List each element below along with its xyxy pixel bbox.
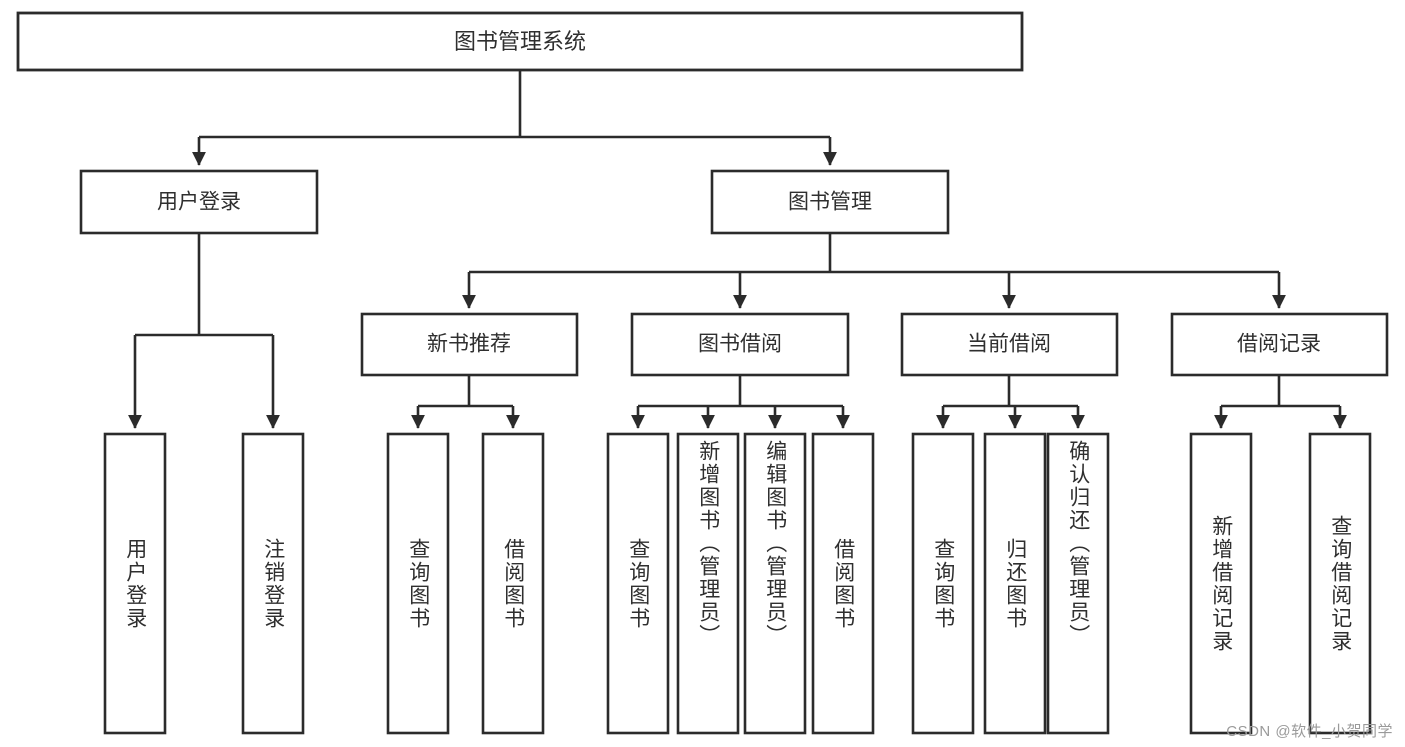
node-leaf-add-book-admin[interactable] <box>676 432 740 735</box>
connector-layer <box>127 70 1348 429</box>
node-book-management-system[interactable] <box>16 11 1024 72</box>
node-new-book-recommendation[interactable] <box>360 312 579 377</box>
node-label-borrowing-records: 借阅记录 <box>1237 333 1321 356</box>
node-label-new-book-recommendation: 新书推荐 <box>427 333 511 356</box>
node-leaf-query-books-borrow[interactable] <box>606 432 670 735</box>
node-borrowing-records[interactable] <box>1170 312 1389 377</box>
node-leaf-query-books-current[interactable] <box>911 432 975 735</box>
node-label-book-management: 图书管理 <box>788 191 872 214</box>
node-user-login[interactable] <box>79 169 319 235</box>
node-label-current-borrowing: 当前借阅 <box>967 333 1051 356</box>
node-leaf-return-book[interactable] <box>983 432 1047 735</box>
node-leaf-edit-book-admin[interactable] <box>743 432 807 735</box>
node-leaf-confirm-return-admin[interactable] <box>1046 432 1110 735</box>
node-label-book-management-system: 图书管理系统 <box>454 29 586 54</box>
watermark-text: CSDN @软件_小贺同学 <box>1226 723 1393 740</box>
node-book-management[interactable] <box>710 169 950 235</box>
node-book-borrowing[interactable] <box>630 312 850 377</box>
node-leaf-query-borrow-record[interactable] <box>1308 432 1372 735</box>
node-current-borrowing[interactable] <box>900 312 1119 377</box>
node-label-user-login: 用户登录 <box>157 191 241 214</box>
node-leaf-query-books-new[interactable] <box>386 432 450 735</box>
node-leaf-user-logout[interactable] <box>241 432 305 735</box>
node-label-book-borrowing: 图书借阅 <box>698 333 782 356</box>
node-leaf-borrow-book[interactable] <box>811 432 875 735</box>
node-leaf-add-borrow-record[interactable] <box>1189 432 1253 735</box>
node-layer: 图书管理系统 用户登录 图书管理 新书推荐 图书借阅 当前借阅 借阅记录 <box>16 11 1389 735</box>
node-leaf-borrow-books-new[interactable] <box>481 432 545 735</box>
node-leaf-user-login[interactable] <box>103 432 167 735</box>
